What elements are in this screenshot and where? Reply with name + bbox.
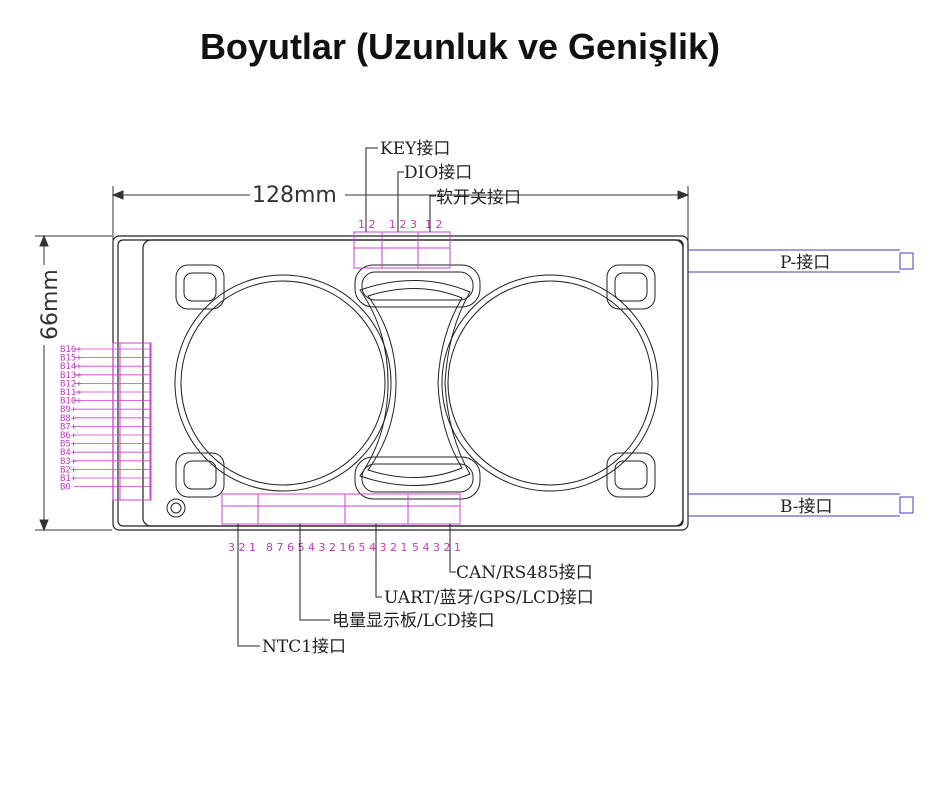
ntc-pins: 3 2 1 bbox=[228, 541, 256, 554]
corner-slots bbox=[175, 264, 656, 500]
display-port-label: 电量显示板/LCD接口 bbox=[332, 611, 495, 631]
mounting-hole bbox=[166, 498, 186, 518]
balance-pin-label: B12+ bbox=[60, 379, 82, 389]
key-pins: 1 2 bbox=[358, 218, 376, 231]
display-pins: 8 7 6 5 4 3 2 1 bbox=[266, 541, 346, 554]
balance-pin-label: B11+ bbox=[60, 388, 82, 398]
b-port-label: B-接口 bbox=[780, 497, 833, 517]
board-outline bbox=[112, 235, 689, 531]
balance-lines bbox=[74, 348, 150, 488]
balance-pin-label: B4+ bbox=[60, 448, 77, 458]
can-pins: 5 4 3 2 1 bbox=[412, 541, 461, 554]
balance-pin-label: B16+ bbox=[60, 345, 82, 355]
balance-connector bbox=[112, 342, 152, 501]
dio-port-label: DIO接口 bbox=[404, 163, 472, 183]
length-dimension bbox=[111, 186, 690, 240]
balance-pin-label: B15+ bbox=[60, 354, 82, 364]
width-dimension bbox=[35, 234, 112, 532]
balance-pin-label: B9+ bbox=[60, 405, 77, 415]
balance-pin-label: B8+ bbox=[60, 414, 77, 424]
width-label: 66mm bbox=[38, 269, 63, 340]
balance-pin-label: B0 bbox=[60, 483, 71, 493]
soft-switch-pins: 1 2 bbox=[425, 218, 443, 231]
balance-pin-label: B5+ bbox=[60, 440, 77, 450]
p-port-label: P-接口 bbox=[780, 253, 830, 273]
can-port-label: CAN/RS485接口 bbox=[456, 563, 593, 583]
balance-pin-label: B7+ bbox=[60, 422, 77, 432]
balance-pin-label: B14+ bbox=[60, 362, 82, 372]
b-cable bbox=[688, 493, 914, 517]
bottom-leaders bbox=[237, 524, 456, 647]
soft-switch-port-label: 软开关接口 bbox=[436, 188, 521, 208]
top-leaders bbox=[365, 147, 436, 232]
balance-pin-label: B13+ bbox=[60, 371, 82, 381]
page-title: Boyutlar (Uzunluk ve Genişlik) bbox=[199, 26, 721, 67]
length-label: 128mm bbox=[252, 183, 337, 208]
dio-pins: 1 2 3 bbox=[389, 218, 417, 231]
balance-pin-label: B6+ bbox=[60, 431, 77, 441]
balance-label-group: B16+B15+B14+B13+B12+B11+B10+B9+B8+B7+B6+… bbox=[60, 345, 82, 493]
uart-port-label: UART/蓝牙/GPS/LCD接口 bbox=[384, 588, 594, 608]
balance-pin-label: B1+ bbox=[60, 474, 77, 484]
top-connectors bbox=[353, 231, 451, 269]
balance-pin-label: B2+ bbox=[60, 465, 77, 475]
bottom-connectors bbox=[221, 493, 461, 525]
uart-pins: 6 5 4 3 2 1 bbox=[348, 541, 407, 554]
p-cable bbox=[688, 249, 914, 273]
ntc-port-label: NTC1接口 bbox=[262, 637, 346, 657]
balance-pin-label: B3+ bbox=[60, 457, 77, 467]
key-port-label: KEY接口 bbox=[380, 139, 450, 159]
balance-pin-label: B10+ bbox=[60, 397, 82, 407]
fan-cutouts bbox=[174, 274, 659, 492]
